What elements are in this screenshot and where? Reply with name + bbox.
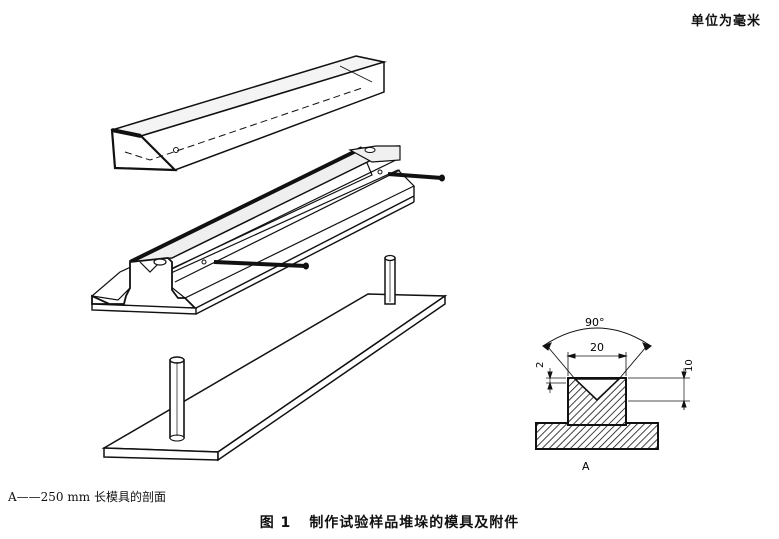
unit-note: 单位为毫米: [690, 14, 761, 29]
top-lid-bar: [110, 55, 387, 172]
figure-title: 制作试验样品堆垛的模具及附件: [309, 515, 520, 531]
figure-caption: 图 1 制作试验样品堆垛的模具及附件: [0, 512, 779, 532]
dim-height-label: 10: [684, 359, 695, 372]
steel-pins: [213, 172, 445, 270]
section-a-detail: [535, 327, 690, 450]
figure-number: 图 1: [259, 515, 292, 531]
section-a-label: A: [582, 460, 590, 473]
dim-angle-label: 90°: [585, 316, 605, 329]
dim-groove-depth-label: 2: [535, 362, 546, 368]
base-plate: [101, 254, 448, 462]
dim-width-label: 20: [590, 341, 604, 354]
middle-t-mold: [90, 145, 416, 315]
legend-a: A——250 mm 长模具的剖面: [8, 490, 166, 504]
